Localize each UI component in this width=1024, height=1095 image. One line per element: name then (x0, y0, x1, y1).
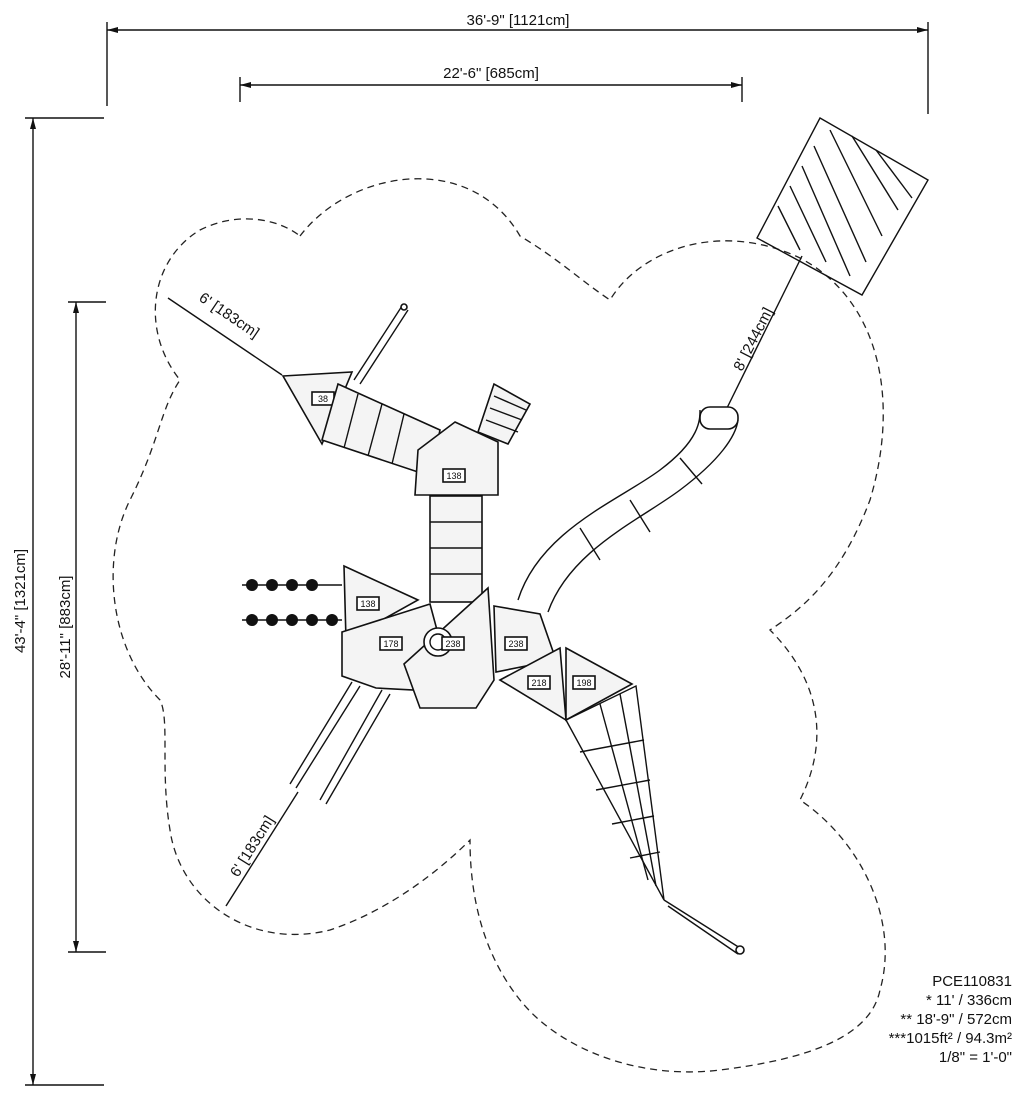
spiral-slide (517, 406, 739, 613)
fall-height-spec: ** 18'-9" / 572cm (900, 1011, 1012, 1028)
deck-tag: 138 (446, 471, 461, 481)
top-ladder (353, 303, 409, 385)
deck-238-right: 238 (493, 605, 558, 673)
use-zone-leader-bottom-left: 6' [183cm] (225, 791, 299, 907)
spec-block: PCE110831 * 11' / 336cm ** 18'-9" / 572c… (812, 972, 1012, 1067)
deck-tag: 198 (576, 678, 591, 688)
use-zone-top-left-label: 6' [183cm] (196, 289, 262, 342)
equipment-width-label: 22'-6" [685cm] (443, 65, 539, 82)
deck-tag: 238 (508, 639, 523, 649)
overall-width-label: 36'-9" [1121cm] (467, 12, 570, 29)
slide-exit-leader: 8' [244cm] (724, 255, 803, 413)
ring-climber (242, 579, 342, 626)
deck-38: 38 (281, 371, 354, 446)
climbing-poles (289, 681, 391, 805)
dimension-overall-width: 36'-9" [1121cm] (106, 12, 929, 114)
dimension-overall-depth: 43'-4" [1321cm] (12, 117, 104, 1086)
overall-depth-label: 43'-4" [1321cm] (12, 549, 29, 653)
deck-tag: 178 (383, 639, 398, 649)
deck-tag: 138 (360, 599, 375, 609)
equipment-depth-label: 28'-11" [883cm] (57, 576, 74, 679)
top-stairs (477, 382, 532, 446)
deck-tag: 38 (318, 394, 328, 404)
bridge-vertical (429, 495, 483, 603)
net-climber (565, 684, 745, 955)
use-zone-leader-top-left: 6' [183cm] (167, 289, 283, 376)
slide-exit-label: 8' [244cm] (730, 305, 776, 374)
slide-exit-hatch (756, 117, 929, 296)
height-spec: * 11' / 336cm (926, 992, 1012, 1009)
use-zone-bottom-left-label: 6' [183cm] (227, 813, 278, 880)
deck-238-center: 238 (403, 586, 495, 709)
deck-tag: 238 (445, 639, 460, 649)
deck-138-top: 138 (414, 421, 499, 496)
deck-138-left: 138 (343, 564, 420, 642)
dimension-equipment-width: 22'-6" [685cm] (239, 65, 743, 102)
scale-spec: 1/8" = 1'-0" (938, 1049, 1012, 1066)
model-number: PCE110831 (932, 973, 1012, 990)
area-spec: ***1015ft² / 94.3m² (888, 1030, 1012, 1047)
deck-218: 218 (498, 646, 567, 722)
deck-tag: 218 (531, 678, 546, 688)
use-zone-boundary (112, 178, 886, 1073)
dimension-equipment-depth: 28'-11" [883cm] (57, 301, 106, 953)
deck-198: 198 (565, 646, 634, 722)
